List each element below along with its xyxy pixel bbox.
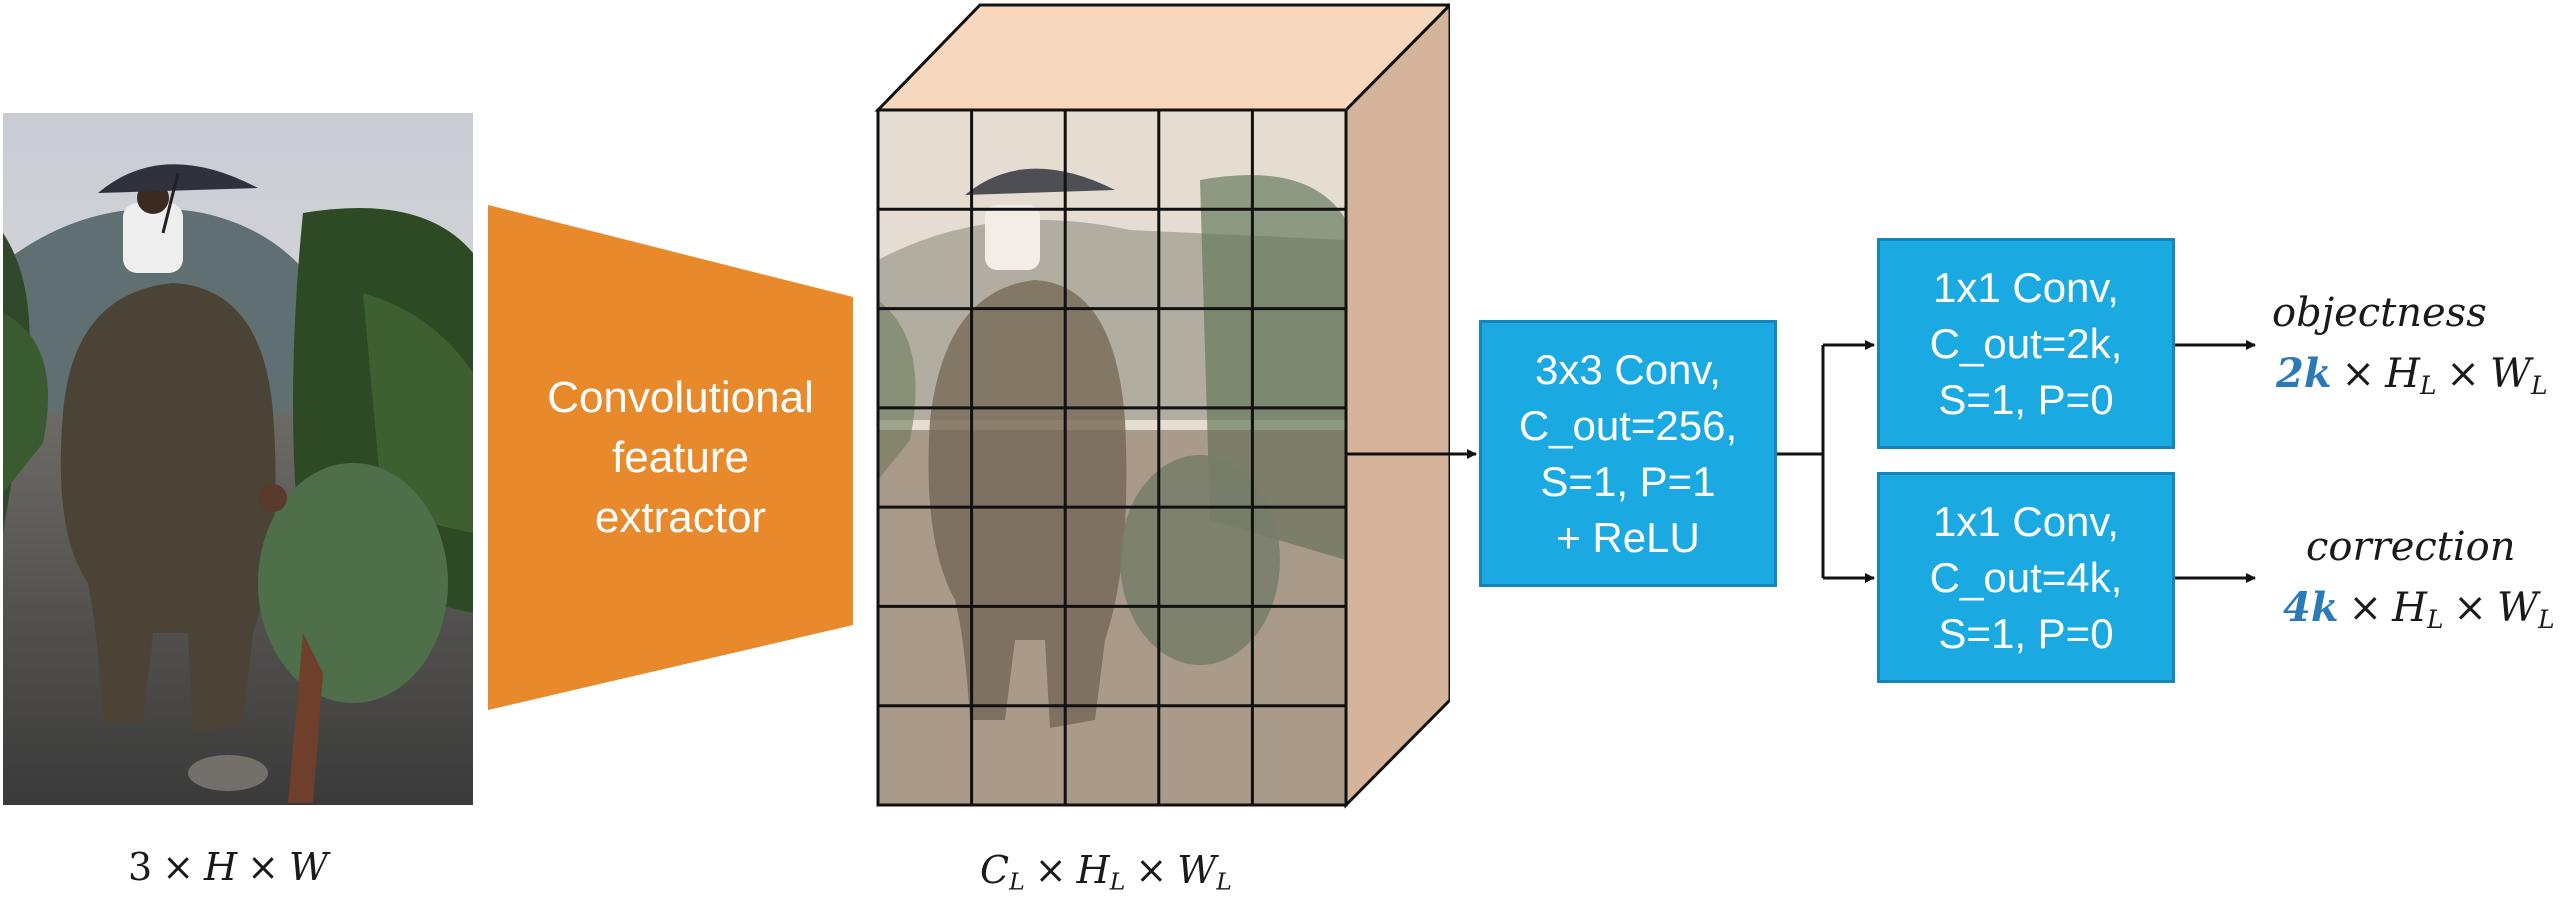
feature-extractor-label: Convolutional feature extractor <box>547 372 814 542</box>
correction-shape: 4k×HL×WL <box>2283 584 2555 634</box>
feature-map-cube <box>874 2 1450 809</box>
feature-map-grid <box>878 110 1346 805</box>
objectness-shape: 2k×HL×WL <box>2276 350 2548 400</box>
conv3x3-block: 3x3 Conv, C_out=256, S=1, P=1 + ReLU <box>1479 320 1777 587</box>
objectness-label: objectness <box>2272 290 2487 336</box>
feature-extractor-shape <box>488 205 853 710</box>
elephant-photo-illustration <box>3 113 473 805</box>
correction-conv-block: 1x1 Conv, C_out=4k, S=1, P=0 <box>1877 472 2175 683</box>
feature-shape-caption: CL×HL×WL <box>980 848 1232 896</box>
cube-side-face <box>1344 2 1450 809</box>
input-image <box>3 113 473 805</box>
correction-label: correction <box>2306 524 2516 570</box>
input-shape-caption: 3×H×W <box>128 845 329 889</box>
cube-front-face <box>878 110 1346 805</box>
objectness-conv-block: 1x1 Conv, C_out=2k, S=1, P=0 <box>1877 238 2175 449</box>
